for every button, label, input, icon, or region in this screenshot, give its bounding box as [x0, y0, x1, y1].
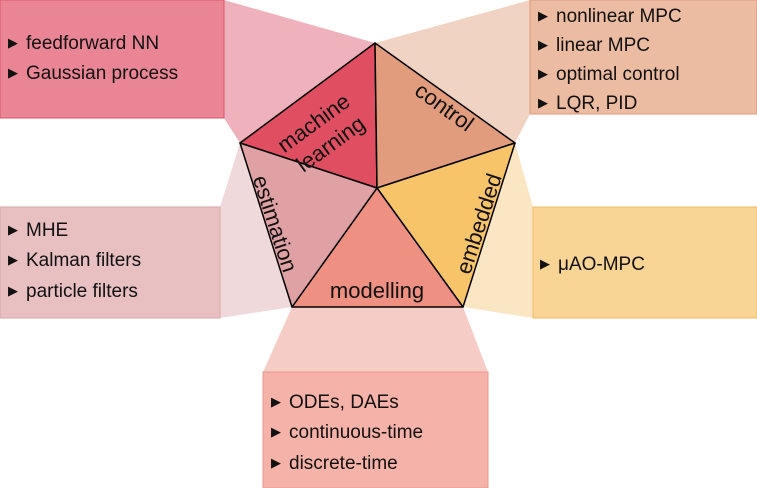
list-item: ▶discrete-time — [271, 453, 398, 474]
modelling-list: ▶ODEs, DAEs ▶continuous-time ▶discrete-t… — [271, 392, 423, 474]
machine-learning-box — [0, 0, 225, 119]
embedded-funnel — [463, 143, 533, 318]
bullet-arrow-icon: ▶ — [538, 8, 548, 23]
bullet-arrow-icon: ▶ — [8, 283, 18, 298]
bullet-arrow-icon: ▶ — [271, 455, 281, 470]
bullet-arrow-icon: ▶ — [271, 394, 281, 409]
list-item: ▶particle filters — [8, 281, 138, 302]
estimation-funnel — [220, 143, 292, 318]
control-box — [529, 0, 757, 115]
list-item: ▶linear MPC — [538, 35, 650, 56]
estimation-segment — [239, 142, 378, 308]
list-item: ▶continuous-time — [271, 422, 423, 443]
bullet-arrow-icon: ▶ — [8, 252, 18, 267]
control-list: ▶nonlinear MPC ▶linear MPC ▶optimal cont… — [538, 6, 682, 114]
list-item: ▶Kalman filters — [8, 250, 141, 271]
machine-learning-funnel — [224, 0, 375, 143]
machine-learning-list: ▶feedforward NN ▶Gaussian process — [8, 33, 178, 84]
bullet-arrow-icon: ▶ — [8, 35, 18, 50]
control-funnel — [375, 0, 530, 143]
embedded-list: ▶μAO-MPC — [540, 254, 645, 275]
embedded-box — [532, 206, 757, 319]
bullet-arrow-icon: ▶ — [538, 95, 548, 110]
list-item: ▶feedforward NN — [8, 33, 159, 54]
bullet-arrow-icon: ▶ — [540, 256, 550, 271]
modelling-funnel — [263, 307, 488, 372]
list-item: ▶μAO-MPC — [540, 254, 645, 275]
list-item: ▶Gaussian process — [8, 63, 178, 84]
modelling-label: modelling — [330, 278, 424, 303]
estimation-list: ▶MHE ▶Kalman filters ▶particle filters — [8, 220, 141, 302]
estimation-box — [0, 206, 221, 319]
bullet-arrow-icon: ▶ — [8, 65, 18, 80]
list-item: ▶LQR, PID — [538, 93, 637, 114]
bullet-arrow-icon: ▶ — [538, 66, 548, 81]
bullet-arrow-icon: ▶ — [538, 37, 548, 52]
list-item: ▶ODEs, DAEs — [271, 392, 399, 413]
list-item: ▶nonlinear MPC — [538, 6, 682, 27]
bullet-arrow-icon: ▶ — [8, 222, 18, 237]
bullet-arrow-icon: ▶ — [271, 424, 281, 439]
list-item: ▶MHE — [8, 220, 68, 241]
modelling-box — [262, 371, 489, 488]
list-item: ▶optimal control — [538, 64, 680, 85]
